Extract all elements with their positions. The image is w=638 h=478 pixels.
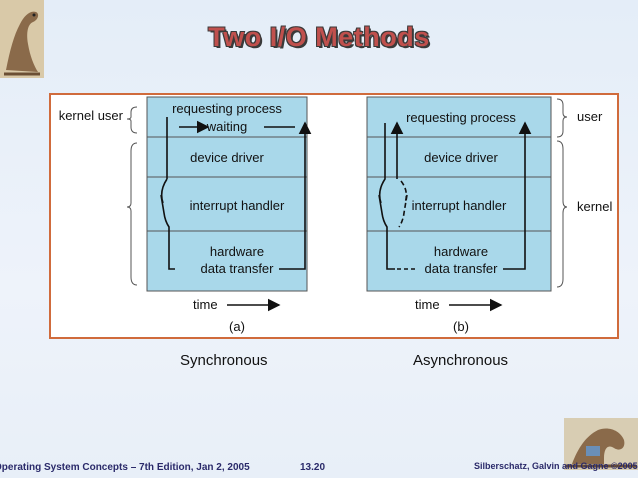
diagram-b: requesting process device driver interru… [366,96,613,334]
a-hardware: hardware [210,244,264,259]
io-methods-figure: requesting process waiting device driver… [49,93,619,339]
caption-synchronous: Synchronous [180,352,268,369]
footer-right: Silberschatz, Galvin and Gagne ©2005 [474,461,638,471]
a-sublabel: (a) [229,319,245,334]
a-down-path [160,117,175,270]
caption-asynchronous: Asynchronous [413,352,509,369]
dinosaur-logo-bottom [564,418,638,470]
diagram-a-box [146,96,308,292]
b-data-transfer: data transfer [425,261,499,276]
a-device-driver: device driver [190,150,264,165]
diagram-a: requesting process waiting device driver… [59,96,312,334]
slide-title: Two I/O Methods [208,22,430,52]
a-waiting: waiting [206,119,247,134]
a-side-label: kernel user [59,108,124,123]
b-side-label-user: user [577,109,603,124]
b-device-driver: device driver [424,150,498,165]
io-diagram: requesting process waiting device driver… [59,96,613,334]
b-sublabel: (b) [453,319,469,334]
b-requesting-process: requesting process [406,110,516,125]
b-interrupt-dashes [398,180,408,228]
a-return-arrow [279,121,312,270]
a-data-transfer: data transfer [201,261,275,276]
b-down-path [378,123,395,270]
a-requesting-process: requesting process [172,101,282,116]
dinosaur-logo [0,0,44,78]
b-return-arrow [503,121,532,270]
a-interrupt-handler: interrupt handler [190,198,285,213]
a-time-label: time [193,297,218,312]
b-hardware: hardware [434,244,488,259]
b-side-label-kernel: kernel [577,199,613,214]
b-time-label: time [415,297,440,312]
footer-page-number: 13.20 [300,462,326,473]
footer-left: Operating System Concepts – 7th Edition,… [0,462,250,473]
b-interrupt-handler: interrupt handler [412,198,507,213]
